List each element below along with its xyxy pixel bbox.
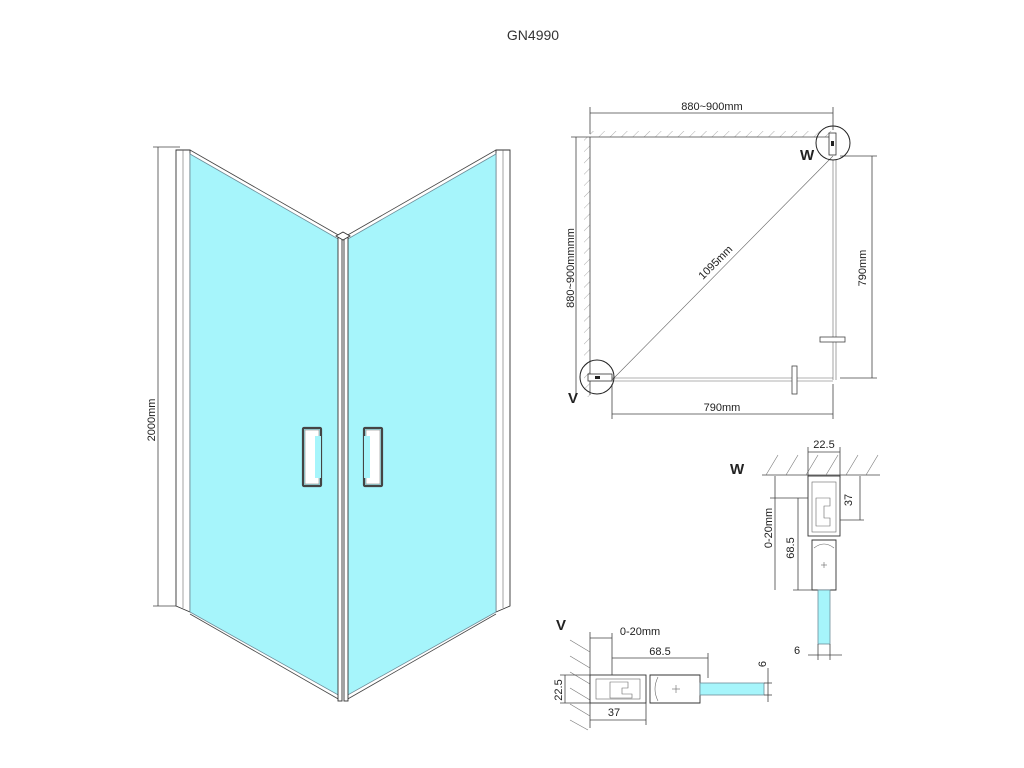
detail-v-wall-profile (589, 674, 647, 704)
left-door-handle (301, 426, 323, 488)
detail-w-callout-circle (815, 125, 851, 161)
left-door-glass (189, 153, 341, 697)
detail-w-profile-length: 68.5 (785, 537, 797, 558)
detail-w: W 22.5 37 0-20 (730, 439, 880, 660)
plan-diagonal-label: 1095mm (697, 244, 736, 283)
plan-view: 880~900mm 880~900mmmm 1095mm 790mm 790mm (565, 101, 877, 419)
detail-v-range: 0-20mm (620, 626, 660, 638)
plan-diagonal-line (611, 155, 834, 381)
right-door-stile (343, 235, 349, 702)
left-door-stile (337, 235, 343, 702)
detail-v-profile-length: 68.5 (649, 646, 670, 658)
drawing-title: GN4990 (507, 27, 559, 43)
detail-v-callout-label: V (568, 390, 578, 407)
plan-bottom-door-label: 790mm (704, 402, 741, 414)
detail-v-title: V (556, 617, 566, 634)
detail-v: V 0-20mm 68.5 (553, 617, 772, 731)
detail-v-callout-circle (579, 359, 615, 395)
detail-w-range: 0-20mm (763, 508, 775, 548)
detail-w-top-width: 22.5 (813, 439, 834, 451)
plan-left-wall (584, 137, 590, 397)
detail-v-glass (699, 682, 765, 696)
plan-right-door-handle (819, 336, 846, 343)
detail-w-glass-thickness: 6 (794, 645, 800, 657)
detail-v-glass-thickness: 6 (757, 661, 769, 667)
plan-top-wall (590, 131, 833, 137)
detail-w-title: W (730, 461, 745, 478)
detail-w-glass (817, 589, 831, 645)
detail-w-right-depth: 37 (843, 494, 855, 506)
detail-v-left-height: 22.5 (553, 679, 565, 700)
height-label: 2000mm (146, 399, 158, 442)
plan-bottom-door-handle (791, 365, 798, 395)
plan-width-label: 880~900mm (681, 101, 742, 113)
right-door-glass (345, 153, 497, 697)
plan-depth-label: 880~900mmmm (565, 228, 577, 308)
front-view: 2000mm (146, 146, 511, 702)
plan-right-door-label: 790mm (857, 250, 869, 287)
right-door-handle (362, 426, 384, 488)
detail-w-callout-label: W (800, 147, 815, 164)
detail-v-bottom-depth: 37 (608, 707, 620, 719)
